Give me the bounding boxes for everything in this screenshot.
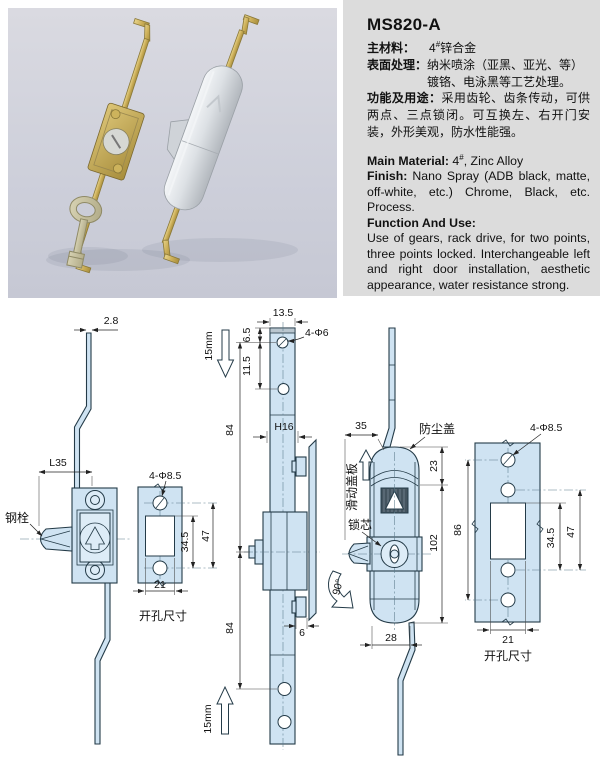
dim-23: 23 [428, 460, 440, 472]
zh-material-line: 主材料： 4#锌合金 [367, 40, 590, 57]
stroke-arrow-up [216, 685, 234, 735]
slide-direction-arrow [358, 448, 374, 481]
en-function-label: Function And Use: [367, 215, 476, 230]
zh-finish-line: 表面处理： 纳米喷涂（亚黑、亚光、等） 镀铬、电泳黑等工艺处理。 [367, 57, 590, 91]
dim-11-5: 11.5 [241, 356, 253, 376]
dim-6: 6 [299, 627, 305, 639]
dim-l35: L35 [49, 457, 67, 469]
dim-47: 47 [200, 530, 212, 542]
en-material-line: Main Material: 4#, Zinc Alloy [367, 152, 524, 168]
label-15mm-bottom: 15mm [202, 704, 214, 733]
chrome-lock-assembly [161, 14, 260, 265]
side-body [262, 511, 308, 591]
view-cutout-left: 4-Φ8.5 34.5 47 21 开孔尺寸 [133, 470, 218, 623]
spec-english: Main Material: 4#, Zinc Alloy Finish: Na… [367, 152, 590, 293]
view-lock-front-right: 35 防尘盖 23 102 滑动盖板 锁芯 28 90° [328, 327, 455, 756]
dim-holes-8-5: 4-Φ8.5 [530, 422, 562, 434]
dim-holes-8-5: 4-Φ8.5 [149, 470, 181, 482]
zh-material-value: 4#锌合金 [429, 40, 477, 56]
view-side-middle: 13.5 4-Φ6 6.5 11.5 15mm 84 84 H16 [202, 307, 329, 750]
dim-84-bottom: 84 [224, 622, 236, 634]
spec-chinese: 主材料： 4#锌合金 表面处理： 纳米喷涂（亚黑、亚光、等） 镀铬、电泳黑等工艺… [367, 40, 590, 141]
dim-21: 21 [154, 579, 166, 591]
dim-47: 47 [565, 526, 577, 538]
label-dust-cover: 防尘盖 [419, 421, 455, 436]
mount-plate [308, 438, 317, 622]
shadow [48, 247, 128, 265]
label-lock-core: 锁芯 [348, 517, 372, 532]
dim-21: 21 [502, 634, 514, 646]
dim-84-top: 84 [224, 424, 236, 436]
zh-function-label: 功能及用途： [367, 91, 442, 106]
dim-28: 28 [385, 632, 397, 644]
dim-holes-6: 4-Φ6 [305, 327, 329, 339]
rod-upper [73, 332, 92, 489]
en-function-text: Use of gears, rack drive, for two points… [367, 231, 590, 292]
product-model: MS820-A [367, 15, 441, 34]
shadow [142, 238, 298, 262]
dim-rod-width: 2.8 [104, 315, 119, 327]
rod-lower [397, 621, 416, 756]
product-photo [8, 8, 337, 298]
zh-material-label: 主材料： [367, 41, 416, 55]
zh-finish-label: 表面处理： [367, 57, 428, 72]
en-finish-line: Finish: Nano Spray (ADB black, matte, of… [367, 169, 590, 215]
technical-drawing: .part{fill:#cfe3f2;stroke:#243b48;stroke… [5, 307, 586, 756]
triangle-emblem [84, 526, 106, 550]
label-15mm-top: 15mm [203, 331, 215, 360]
dim-h16: H16 [274, 421, 293, 433]
dim-34-5: 34.5 [545, 528, 557, 549]
caption-cutout: 开孔尺寸 [139, 609, 187, 623]
roller [295, 596, 307, 618]
rotation-arrow [328, 570, 354, 609]
stroke-arrow-down [216, 329, 235, 379]
dim-34-5: 34.5 [179, 532, 191, 553]
zh-finish-value: 纳米喷涂（亚黑、亚光、等） 镀铬、电泳黑等工艺处理。 [427, 57, 584, 89]
zh-function-line: 功能及用途：采用齿轮、齿条传动，可供两点、三点锁闭。可互换左、右开门安装，外形美… [367, 91, 590, 139]
label-90deg: 90° [330, 578, 346, 596]
label-sliding-cover: 滑动盖板 [345, 463, 359, 511]
steel-bolt [39, 526, 73, 552]
photo-illustration [8, 8, 337, 298]
key [66, 196, 103, 269]
spec-panel: MS820-A 主材料： 4#锌合金 表面处理： 纳米喷涂（亚黑、亚光、等） 镀… [343, 0, 600, 296]
label-steel-bolt: 钢栓 [5, 510, 29, 525]
dim-6-5: 6.5 [241, 328, 253, 343]
rod-upper [382, 327, 396, 448]
dim-102: 102 [428, 534, 440, 552]
dim-13-5: 13.5 [273, 307, 294, 319]
lock-cylinder-nose [348, 542, 371, 565]
dim-35: 35 [355, 420, 367, 432]
view-cutout-right: 4-Φ8.5 86 34.5 47 21 开孔尺寸 [452, 422, 586, 663]
rod-lower [94, 582, 111, 745]
view-lock-front-left: 2.8 L35 钢栓 [5, 315, 130, 745]
caption-cutout: 开孔尺寸 [484, 649, 532, 663]
dim-86: 86 [452, 524, 464, 536]
